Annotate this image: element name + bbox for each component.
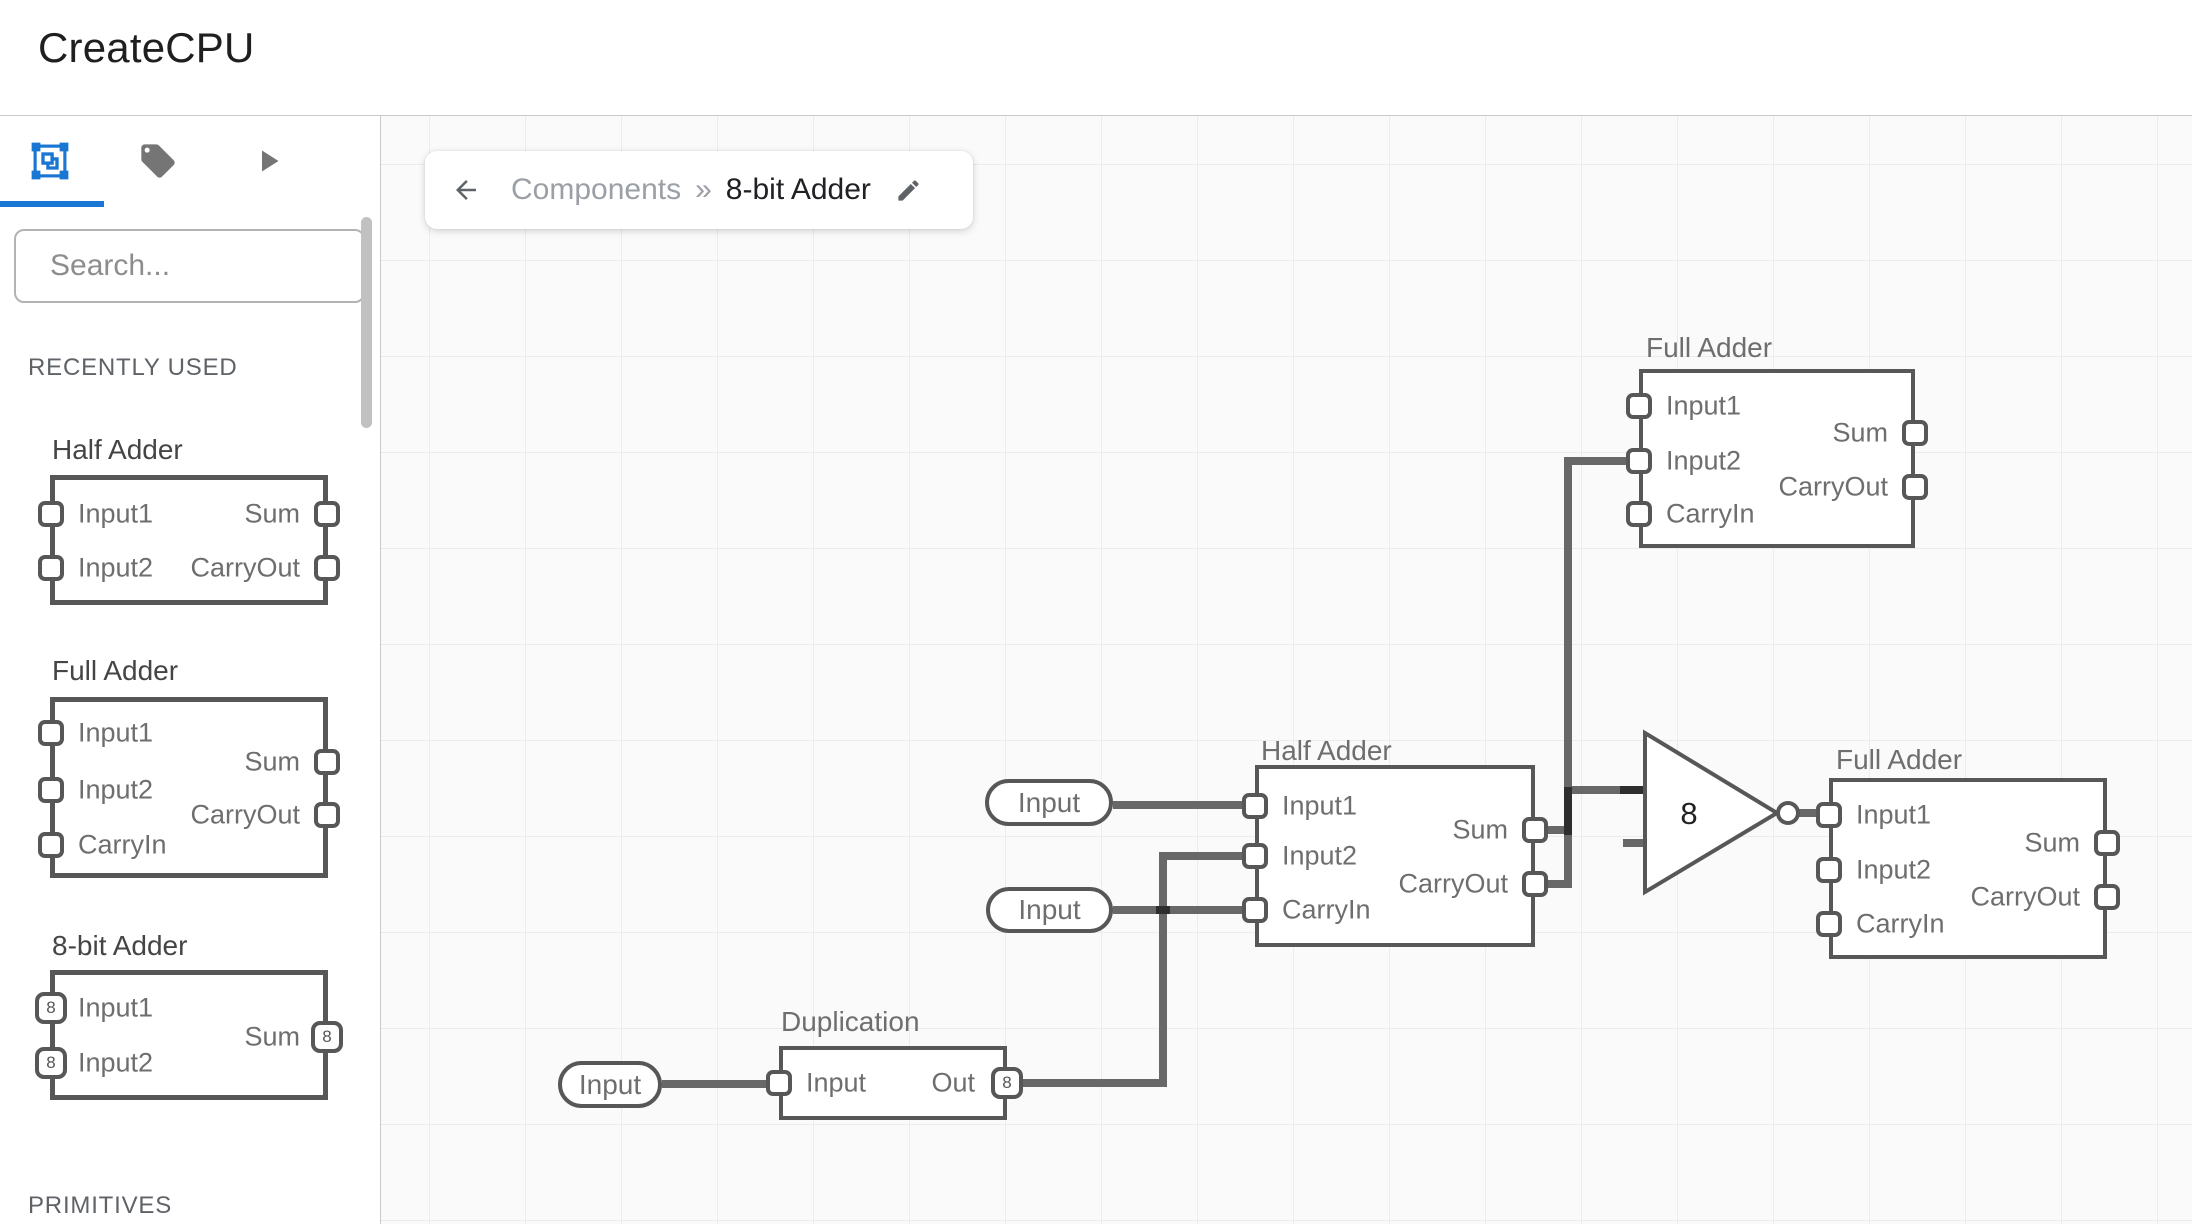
- port-label: CarryOut: [190, 552, 300, 583]
- node-title: Full Adder: [1646, 332, 1773, 363]
- play-icon: [262, 150, 279, 172]
- port-label: Input2: [78, 774, 154, 805]
- port-carryout[interactable]: [314, 555, 340, 581]
- port-label: Sum: [1832, 417, 1888, 448]
- page-title: CreateCPU: [38, 24, 255, 71]
- port-label: Input1: [1856, 799, 1932, 830]
- port-label: Sum: [1452, 814, 1508, 845]
- port-label: Input2: [1856, 854, 1932, 885]
- input-pill-3[interactable]: Input: [558, 1061, 662, 1108]
- header-divider: [0, 115, 2192, 116]
- port-carryout[interactable]: [2094, 884, 2120, 910]
- breadcrumb-current: 8-bit Adder: [725, 173, 871, 206]
- port-label: Input2: [78, 1047, 154, 1078]
- port-input1[interactable]: [1626, 393, 1652, 419]
- library-item-title: Half Adder: [52, 434, 183, 465]
- port-label: Input1: [1282, 790, 1358, 821]
- library-item-title: 8-bit Adder: [52, 930, 188, 961]
- port-label: Input: [806, 1067, 867, 1098]
- port-input2[interactable]: [1626, 448, 1652, 474]
- tab-components[interactable]: [0, 116, 107, 207]
- port-label: Sum: [2024, 827, 2080, 858]
- canvas-node-full-adder-right[interactable]: Input1 Input2 CarryIn Sum CarryOut: [1816, 778, 2120, 959]
- port-sum-8bit[interactable]: 8: [311, 1021, 343, 1053]
- search-box: [14, 229, 436, 303]
- edit-name-button[interactable]: [895, 177, 922, 204]
- port-input2[interactable]: [1242, 843, 1268, 869]
- port-carryin[interactable]: [1626, 501, 1652, 527]
- port-input1[interactable]: [38, 501, 64, 527]
- section-primitives: PRIMITIVES: [28, 1192, 173, 1219]
- port-label: Sum: [244, 746, 300, 777]
- port-label: Input2: [78, 552, 154, 583]
- port-label: Sum: [244, 498, 300, 529]
- port-label: Sum: [244, 1021, 300, 1052]
- port-carryin[interactable]: [1242, 897, 1268, 923]
- active-tab-indicator: [0, 201, 104, 207]
- port-label: CarryOut: [1398, 868, 1508, 899]
- port-sum[interactable]: [314, 501, 340, 527]
- library-item-full-adder[interactable]: Input1 Input2 CarryIn Sum CarryOut: [38, 697, 340, 878]
- node-title: Duplication: [781, 1006, 920, 1037]
- port-label: Input2: [1282, 840, 1358, 871]
- tag-icon: [141, 144, 175, 178]
- port-input[interactable]: [766, 1070, 792, 1096]
- breadcrumb-parent[interactable]: Components: [511, 173, 682, 206]
- port-input2[interactable]: [38, 777, 64, 803]
- port-label: Out: [931, 1067, 975, 1098]
- port-carryout[interactable]: [1522, 871, 1548, 897]
- port-label: Input1: [1666, 390, 1742, 421]
- port-out-8bit[interactable]: 8: [991, 1067, 1023, 1099]
- component-sidebar: RECENTLY USED Half Adder Input1 Input2 S…: [0, 116, 436, 1224]
- port-label: CarryOut: [1970, 881, 2080, 912]
- library-item-half-adder[interactable]: Input1 Input2 Sum CarryOut: [38, 475, 340, 605]
- canvas-node-full-adder-top[interactable]: Input1 Input2 CarryIn Sum CarryOut: [1626, 369, 1928, 548]
- port-input1-8bit[interactable]: 8: [35, 992, 67, 1024]
- port-label: Input1: [78, 992, 154, 1023]
- port-label: CarryOut: [190, 799, 300, 830]
- port-input2[interactable]: [1816, 857, 1842, 883]
- inverter-width-label: 8: [1680, 796, 1698, 831]
- tab-tags[interactable]: [107, 116, 214, 202]
- circuit-canvas[interactable]: [381, 116, 2192, 1224]
- port-label: CarryIn: [1282, 894, 1371, 925]
- port-sum[interactable]: [1902, 420, 1928, 446]
- port-sum[interactable]: [2094, 830, 2120, 856]
- sidebar-scrollbar[interactable]: [361, 217, 372, 428]
- port-input1[interactable]: [1242, 793, 1268, 819]
- port-label: CarryIn: [78, 829, 167, 860]
- back-icon[interactable]: [451, 175, 481, 205]
- port-label: Input2: [1666, 445, 1742, 476]
- port-label: Input1: [78, 498, 154, 529]
- breadcrumb: Components » 8-bit Adder: [425, 151, 973, 229]
- tab-run[interactable]: [214, 116, 321, 202]
- port-input1[interactable]: [38, 720, 64, 746]
- library-item-title: Full Adder: [52, 655, 179, 686]
- port-carryin[interactable]: [1816, 911, 1842, 937]
- breadcrumb-separator: »: [695, 173, 712, 206]
- port-sum[interactable]: [1522, 817, 1548, 843]
- port-label: CarryOut: [1778, 471, 1888, 502]
- section-recently-used: RECENTLY USED: [28, 354, 238, 381]
- canvas-node-half-adder[interactable]: Input1 Input2 CarryIn Sum CarryOut: [1242, 765, 1548, 947]
- port-input1[interactable]: [1816, 802, 1842, 828]
- components-icon: [31, 142, 69, 180]
- port-label: CarryIn: [1856, 908, 1945, 939]
- port-label: Input1: [78, 717, 154, 748]
- pencil-icon: [898, 179, 919, 201]
- port-input2-8bit[interactable]: 8: [35, 1047, 67, 1079]
- node-title: Half Adder: [1261, 735, 1392, 766]
- port-carryin[interactable]: [38, 832, 64, 858]
- canvas-node-duplication[interactable]: Input 8 Out: [766, 1046, 1023, 1120]
- port-label: CarryIn: [1666, 498, 1755, 529]
- input-pill-1[interactable]: Input: [985, 779, 1113, 826]
- node-title: Full Adder: [1836, 744, 1963, 775]
- port-carryout[interactable]: [314, 802, 340, 828]
- library-item-8bit-adder[interactable]: 8 Input1 8 Input2 8 Sum: [35, 970, 343, 1100]
- input-pill-2[interactable]: Input: [986, 887, 1113, 933]
- port-input2[interactable]: [38, 555, 64, 581]
- search-input[interactable]: [50, 249, 436, 283]
- port-carryout[interactable]: [1902, 474, 1928, 500]
- port-sum[interactable]: [314, 749, 340, 775]
